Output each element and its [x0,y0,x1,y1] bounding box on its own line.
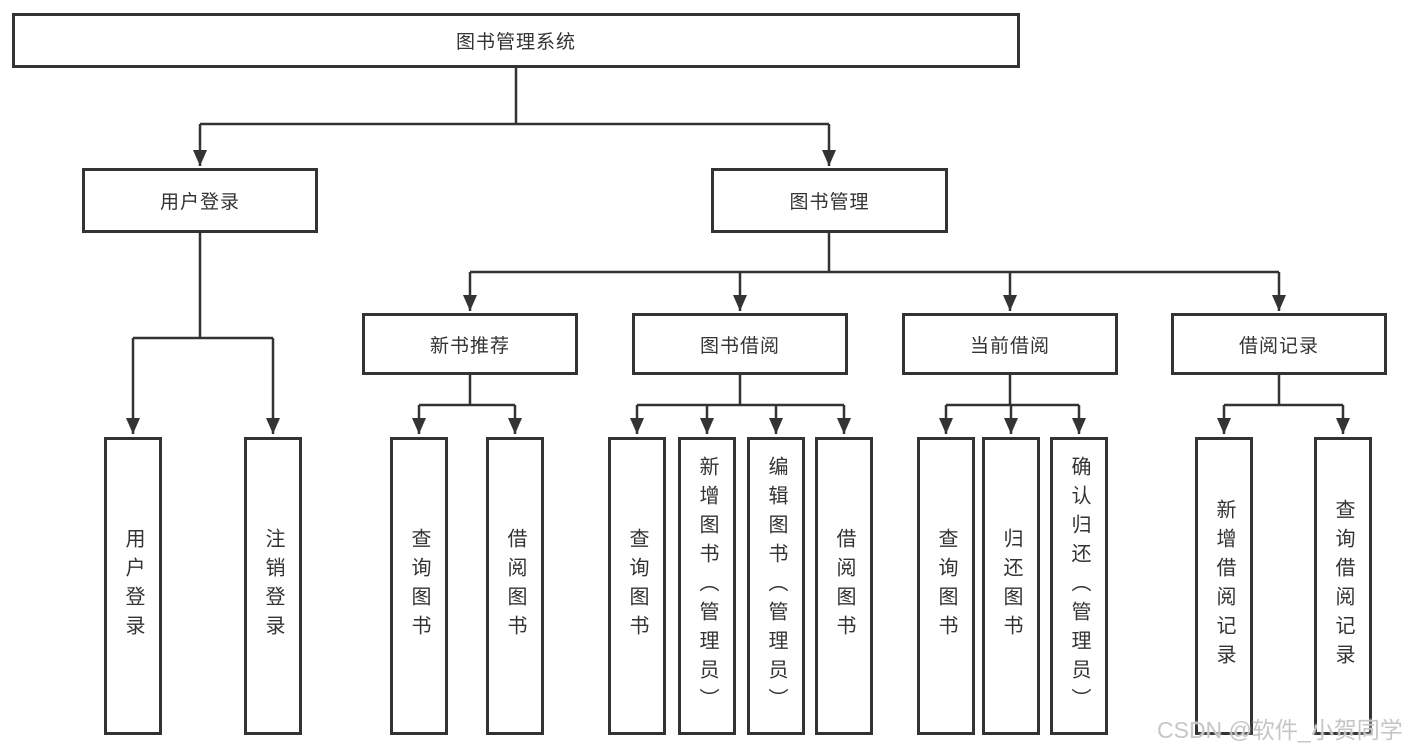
leaf-label: 编辑图书（管理员） [765,455,787,717]
leaf-query-books: 查询图书 [390,437,448,735]
leaf-label: 借阅图书 [504,528,526,644]
leaf-label: 查询图书 [935,528,957,644]
leaf-logout: 注销登录 [244,437,302,735]
node-label: 图书借阅 [699,335,780,357]
node-label: 新书推荐 [429,335,510,357]
node-label: 图书管理系统 [455,32,576,53]
leaf-label: 查询借阅记录 [1332,499,1354,673]
node-borrow-records: 借阅记录 [1171,313,1387,375]
leaf-label: 借阅图书 [833,528,855,644]
csdn-watermark: CSDN @软件_小贺同学 [1157,717,1403,743]
node-current-borrow: 当前借阅 [902,313,1118,375]
leaf-label: 用户登录 [122,528,144,644]
node-label: 借阅记录 [1238,335,1319,357]
leaf-label: 查询图书 [408,528,430,644]
leaf-label: 确认归还（管理员） [1068,455,1090,717]
node-label: 图书管理 [789,192,870,213]
leaf-add-books-admin: 新增图书（管理员） [678,437,736,735]
node-new-book-recommend: 新书推荐 [362,313,578,375]
leaf-add-borrow-record: 新增借阅记录 [1195,437,1253,735]
leaf-label: 新增图书（管理员） [696,455,718,717]
leaf-borrow-books: 借阅图书 [815,437,873,735]
leaf-borrow-books: 借阅图书 [486,437,544,735]
node-label: 当前借阅 [969,335,1050,357]
node-label: 用户登录 [159,192,240,213]
leaf-label: 归还图书 [1000,528,1022,644]
node-book-management: 图书管理 [711,168,948,233]
leaf-confirm-return-admin: 确认归还（管理员） [1050,437,1108,735]
leaf-label: 查询图书 [626,528,648,644]
node-book-borrow: 图书借阅 [632,313,848,375]
leaf-edit-books-admin: 编辑图书（管理员） [747,437,805,735]
node-user-login: 用户登录 [82,168,318,233]
leaf-query-books: 查询图书 [917,437,975,735]
leaf-label: 注销登录 [262,528,284,644]
leaf-user-login: 用户登录 [104,437,162,735]
node-root-system: 图书管理系统 [12,13,1020,68]
leaf-label: 新增借阅记录 [1213,499,1235,673]
leaf-query-books: 查询图书 [608,437,666,735]
leaf-query-borrow-record: 查询借阅记录 [1314,437,1372,735]
leaf-return-books: 归还图书 [982,437,1040,735]
